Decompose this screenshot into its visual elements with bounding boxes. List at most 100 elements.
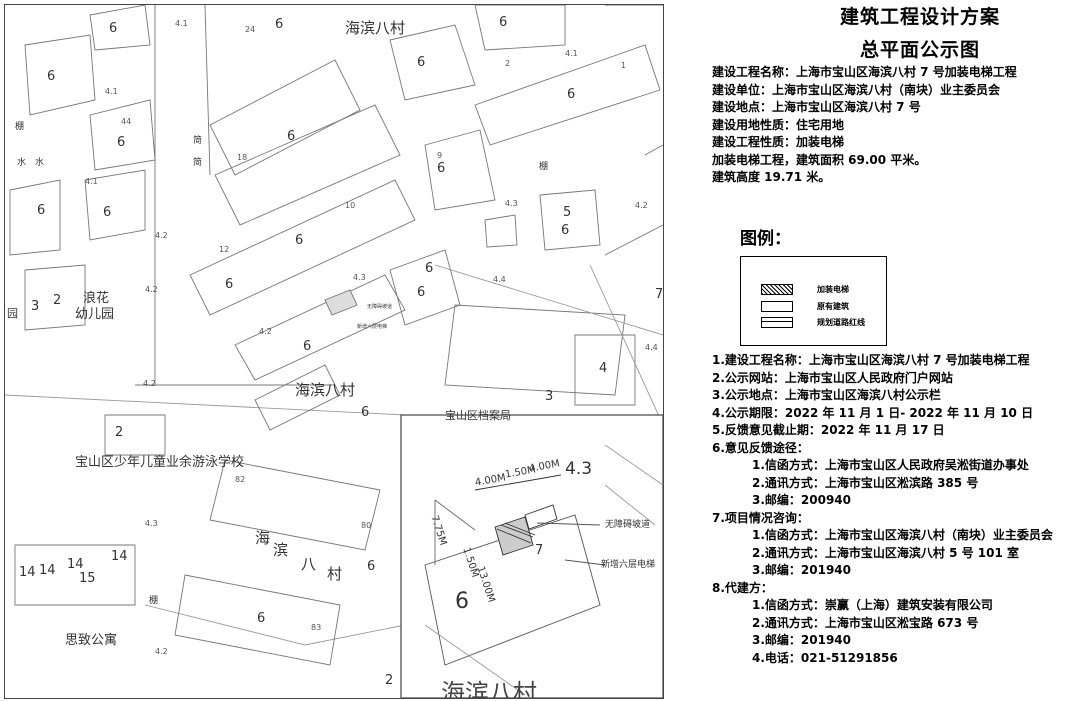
inset-elevation: 4.3 [565,459,593,479]
legend-box: 加装电梯 原有建筑 规划道路红线 [740,256,887,346]
elevation-label: 4.1 [565,49,578,58]
notice-line: 5.反馈意见截止期：2022 年 11 月 17 日 [712,423,945,437]
misc-label: 3 [31,299,40,314]
building-number: 10 [345,201,356,210]
elevation-label: 4.2 [259,327,272,336]
notice-subline: 3.邮编：200940 [752,493,852,507]
road-char-1: 海 [255,529,271,547]
building-number: 9 [437,151,443,160]
storey-label: 6 [367,559,376,574]
storey-label: 6 [295,233,304,248]
side-char: 棚 [149,596,159,606]
info-line: 建设用地性质：住宅用地 [712,117,845,132]
notice-line: 1.建设工程名称：上海市宝山区海滨八村 7 号加装电梯工程 [712,353,1030,367]
misc-label: 14 [19,565,36,580]
info-line: 建设工程性质：加装电梯 [712,135,845,149]
page-title: 建筑工程设计方案 [839,6,1000,28]
building-number: 18 [237,153,248,162]
building-number: 44 [121,117,132,126]
misc-label: 7 [655,287,664,302]
inset-village-label: 海滨八村 [441,679,537,699]
elevation-label: 4.2 [155,647,168,656]
apartment-label: 思致公寓 [65,633,118,648]
building-number: 83 [311,623,322,632]
elevator-note-small: 新增六层电梯 [357,324,388,330]
elevation-label: 4.3 [353,273,366,282]
info-line: 建设工程名称：上海市宝山区海滨八村 7 号加装电梯工程 [712,65,1017,79]
info-line: 建设地点：上海市宝山区海滨八村 7 号 [712,100,921,114]
misc-label: 14 [39,563,56,578]
elevation-label: 4.2 [155,231,168,240]
legend-item-redline: 规划道路红线 [761,316,865,328]
storey-label: 6 [117,135,126,150]
storey-label: 6 [275,17,284,32]
kindergarten-label-2: 幼儿园 [75,307,115,322]
misc-label: 4 [599,361,608,376]
storey-label: 6 [561,223,570,238]
storey-label: 6 [47,69,56,84]
side-char: 园 [7,307,18,320]
notice-subline: 1.信函方式：上海市宝山区海滨八村（南块）业主委员会 [752,528,1053,542]
elevation-label: 4.1 [85,177,98,186]
notice-subline: 4.电话：021-51291856 [752,650,898,665]
storey-label: 6 [225,277,234,292]
storey-label: 6 [567,87,576,102]
hatch-swatch [761,283,793,295]
storey-label: 6 [499,15,508,30]
legend-title: 图例： [740,229,791,249]
info-line: 建设单位：上海市宝山区海滨八村（南块）业主委员会 [712,82,1001,97]
road-char-4: 村 [327,565,343,583]
misc-label: 2 [53,293,62,308]
storey-label: 6 [417,55,426,70]
map-linework [5,5,663,698]
road-char-3: 八 [301,555,317,573]
side-char: 水 [35,158,45,168]
side-char: 水 [17,158,27,168]
misc-label: 2 [115,425,124,440]
building-number: 80 [361,521,372,530]
elevation-label: 4.1 [105,87,118,96]
legend-label: 加装电梯 [817,284,849,294]
storey-label: 6 [437,161,446,176]
elevation-label: 4.2 [143,379,156,388]
inset-building-no: 7 [535,543,544,558]
info-line: 建筑高度 19.71 米。 [712,170,831,184]
inset-elevator-note: 新增六层电梯 [601,560,656,570]
notice-line: 4.公示期限：2022 年 11 月 1 日- 2022 年 11 月 10 日 [712,405,1034,420]
legend-label: 原有建筑 [817,301,849,311]
building-number: 82 [235,475,246,484]
notice-subline: 1.信函方式：上海市宝山区人民政府吴淞街道办事处 [752,458,1029,472]
road-char-2: 滨 [273,541,289,559]
plain-swatch [761,300,793,312]
notice-list: 1.建设工程名称：上海市宝山区海滨八村 7 号加装电梯工程 2.公示网站：上海市… [712,352,1053,667]
info-line: 加装电梯工程，建筑面积 69.00 平米。 [712,152,927,167]
notice-subline: 2.通讯方式：上海市宝山区淞宝路 673 号 [752,615,979,630]
kindergarten-label-1: 浪花 [83,291,110,306]
school-label: 宝山区少年儿童业余游泳学校 [75,455,245,470]
double-line-swatch [761,316,793,328]
archive-label: 宝山区档案局 [445,409,511,422]
notice-subline: 2.通讯方式：上海市宝山区淞滨路 385 号 [752,475,979,490]
notice-line: 6.意见反馈途径： [712,440,809,455]
storey-label: 6 [361,405,370,420]
notice-subline: 1.信函方式：崇赢（上海）建筑安装有限公司 [752,598,993,612]
misc-label: 14 [111,549,128,564]
side-char: 棚 [539,162,549,172]
legend-item-elevator: 加装电梯 [761,283,849,295]
storey-label: 6 [303,339,312,354]
storey-label: 6 [257,611,266,626]
building-number: 2 [505,59,511,68]
elevation-label: 4.4 [493,275,506,284]
elevation-label: 4.2 [145,285,158,294]
notice-subline: 2.通讯方式：上海市宝山区海滨八村 5 号 101 室 [752,545,1020,560]
misc-label: 3 [545,389,554,404]
side-char: 棚 [15,122,25,132]
inset-storey: 6 [455,589,469,614]
storey-label: 6 [109,21,118,36]
legend-label: 规划道路红线 [817,317,865,327]
storey-label: 6 [287,129,296,144]
village-label-top: 海滨八村 [345,19,406,37]
building-number: 12 [219,245,230,254]
storey-label: 6 [425,261,434,276]
page-subtitle: 总平面公示图 [859,39,980,61]
